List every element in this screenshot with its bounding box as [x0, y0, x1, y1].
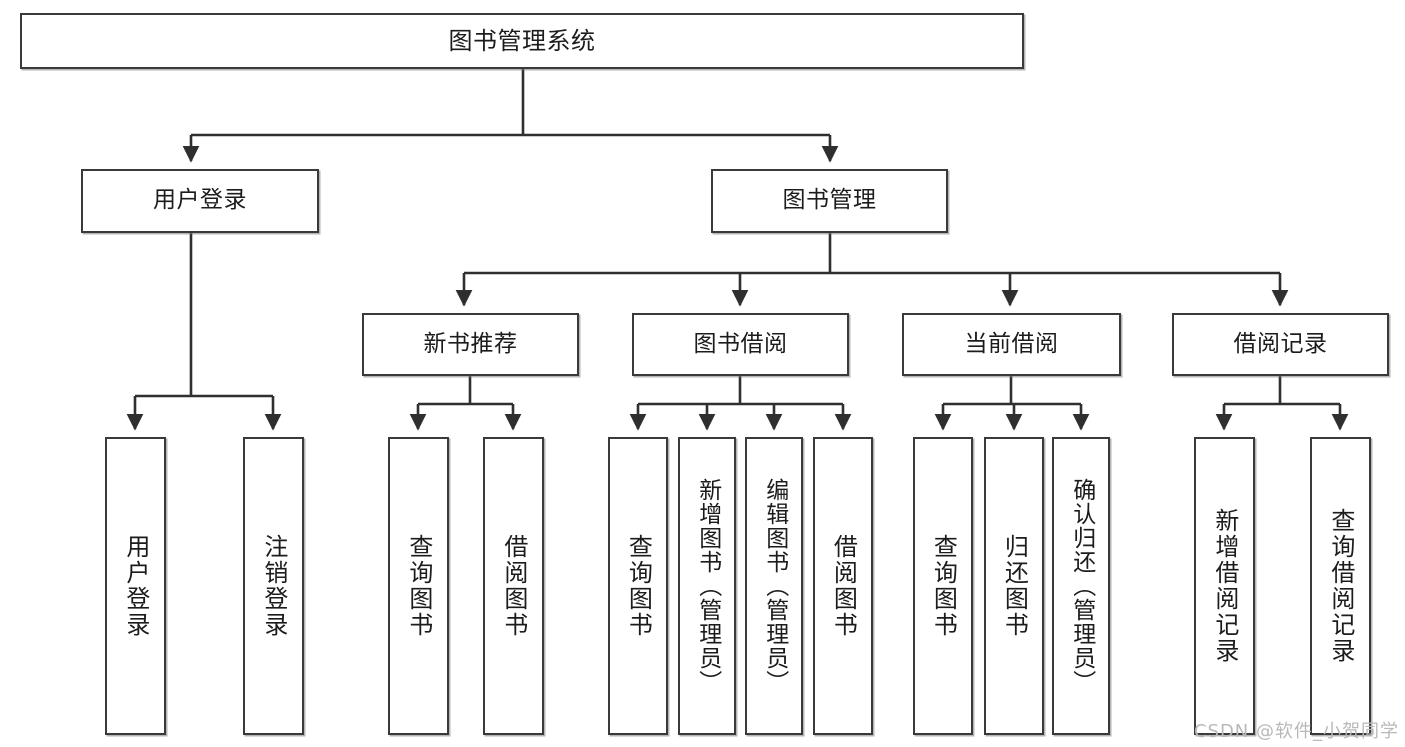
node-label: 图书管理: [782, 187, 877, 214]
leaf-node[interactable]: 归还图书: [984, 437, 1044, 735]
leaf-node-label: 注销登录: [259, 534, 288, 638]
node-root-system[interactable]: 图书管理系统: [20, 13, 1024, 69]
node-current-borrow[interactable]: 当前借阅: [902, 313, 1121, 376]
leaf-node-label: 新增图书（管理员）: [694, 478, 721, 694]
leaf-node[interactable]: 用户登录: [105, 437, 166, 735]
leaf-node-label: 借阅图书: [499, 534, 528, 638]
leaf-node-label: 查询图书: [404, 534, 433, 638]
node-label: 图书借阅: [693, 330, 788, 357]
node-user-login[interactable]: 用户登录: [81, 169, 319, 233]
node-label: 图书管理系统: [448, 26, 596, 55]
leaf-node-label: 查询图书: [624, 534, 653, 638]
leaf-node[interactable]: 借阅图书: [483, 437, 544, 735]
leaf-node-label: 编辑图书（管理员）: [761, 478, 788, 694]
leaf-node-label: 确认归还（管理员）: [1068, 478, 1095, 694]
node-label: 新书推荐: [423, 330, 518, 357]
leaf-node[interactable]: 查询图书: [913, 437, 973, 735]
leaf-node-label: 查询图书: [929, 534, 958, 638]
leaf-node[interactable]: 新增借阅记录: [1194, 437, 1255, 735]
leaf-node-label: 新增借阅记录: [1210, 508, 1239, 664]
leaf-node[interactable]: 查询借阅记录: [1310, 437, 1371, 735]
leaf-node-label: 查询借阅记录: [1326, 508, 1355, 664]
node-borrow-record[interactable]: 借阅记录: [1172, 313, 1389, 376]
leaf-node-label: 借阅图书: [829, 534, 858, 638]
node-new-book-recommend[interactable]: 新书推荐: [362, 313, 579, 376]
leaf-node[interactable]: 查询图书: [608, 437, 668, 735]
node-book-borrow[interactable]: 图书借阅: [632, 313, 849, 376]
node-label: 当前借阅: [964, 330, 1059, 357]
leaf-node[interactable]: 借阅图书: [813, 437, 873, 735]
leaf-node[interactable]: 新增图书（管理员）: [678, 437, 736, 735]
leaf-node-label: 归还图书: [1000, 534, 1029, 638]
csdn-watermark: CSDN @软件_小贺同学: [1193, 721, 1399, 742]
node-label: 用户登录: [153, 187, 247, 214]
leaf-node[interactable]: 查询图书: [388, 437, 449, 735]
node-book-management[interactable]: 图书管理: [711, 169, 948, 233]
leaf-node[interactable]: 确认归还（管理员）: [1052, 437, 1110, 735]
node-label: 借阅记录: [1233, 330, 1328, 357]
leaf-node[interactable]: 注销登录: [243, 437, 304, 735]
leaf-node-label: 用户登录: [121, 534, 150, 638]
leaf-node[interactable]: 编辑图书（管理员）: [745, 437, 803, 735]
